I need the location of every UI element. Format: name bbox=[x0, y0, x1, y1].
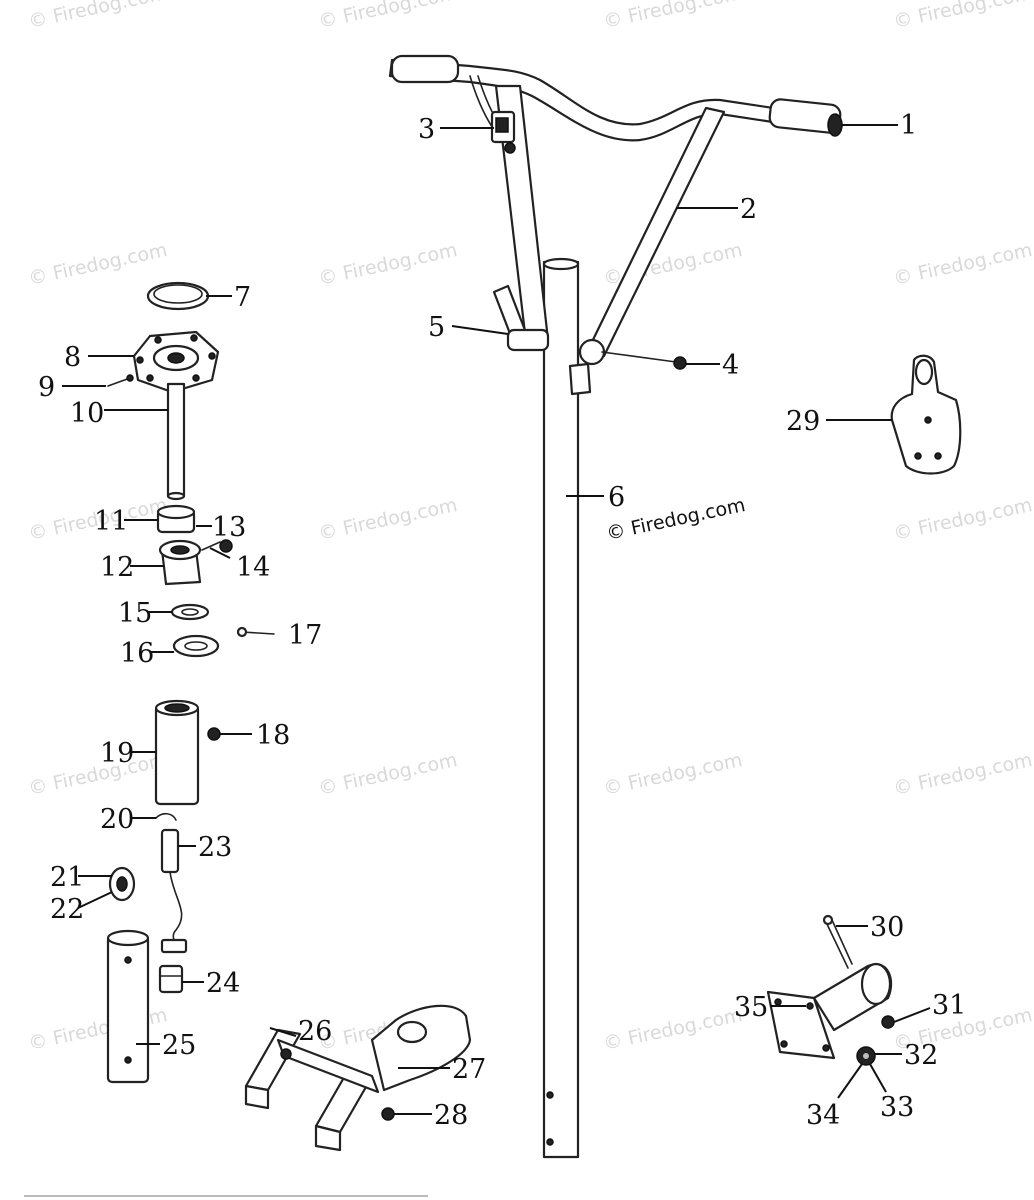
callout-15: 15 bbox=[118, 598, 152, 629]
watermark: © Firedog.com bbox=[891, 239, 1034, 290]
callout-19: 19 bbox=[100, 738, 134, 769]
callout-26: 26 bbox=[298, 1016, 332, 1047]
callout-18: 18 bbox=[256, 720, 290, 751]
watermark: © Firedog.com bbox=[891, 0, 1034, 33]
callout-1: 1 bbox=[900, 110, 917, 141]
callout-28: 28 bbox=[434, 1100, 468, 1131]
callout-35: 35 bbox=[734, 992, 768, 1023]
watermark: © Firedog.com bbox=[316, 239, 459, 290]
callout-32: 32 bbox=[904, 1040, 938, 1071]
part-stem-tube bbox=[542, 257, 580, 1159]
callout-29: 29 bbox=[786, 406, 820, 437]
callout-20: 20 bbox=[100, 804, 134, 835]
watermark: © Firedog.com bbox=[891, 749, 1034, 800]
callout-34: 34 bbox=[806, 1100, 840, 1131]
callout-labels: 1 2 3 4 5 6 7 8 9 10 11 12 13 14 15 16 1… bbox=[38, 110, 966, 1131]
part-clamp-bolt bbox=[568, 338, 687, 396]
callout-10: 10 bbox=[70, 398, 104, 429]
watermark: © Firedog.com bbox=[26, 749, 169, 800]
part-rear-fender-mount bbox=[890, 354, 962, 475]
part-brake-lever bbox=[490, 110, 516, 154]
callout-23: 23 bbox=[198, 832, 232, 863]
callout-16: 16 bbox=[120, 638, 154, 669]
callout-17: 17 bbox=[288, 620, 322, 651]
callout-4: 4 bbox=[722, 350, 739, 381]
callout-33: 33 bbox=[880, 1092, 914, 1123]
part-nut bbox=[207, 727, 221, 741]
part-top-nut bbox=[132, 330, 220, 394]
part-pin bbox=[236, 626, 275, 638]
callout-5: 5 bbox=[428, 312, 445, 343]
part-shaft bbox=[166, 382, 186, 501]
part-bracket-assembly bbox=[766, 914, 895, 1066]
part-fork-tube bbox=[154, 699, 200, 806]
part-fork-bracket bbox=[244, 1004, 472, 1152]
callout-3: 3 bbox=[418, 114, 435, 145]
part-handlebar-brace bbox=[586, 106, 726, 358]
watermark: © Firedog.com bbox=[316, 0, 459, 33]
watermark: © Firedog.com bbox=[601, 0, 744, 33]
callout-11: 11 bbox=[94, 506, 128, 537]
watermark: © Firedog.com bbox=[891, 494, 1034, 545]
part-upper-bearing bbox=[156, 504, 196, 534]
part-washer bbox=[170, 603, 210, 621]
watermark-main: © Firedog.com bbox=[604, 494, 747, 545]
part-bushing bbox=[158, 539, 202, 586]
watermark: © Firedog.com bbox=[601, 1004, 744, 1055]
callout-6: 6 bbox=[608, 482, 625, 513]
callout-9: 9 bbox=[38, 372, 55, 403]
part-small-screw bbox=[107, 374, 134, 387]
leader-lines bbox=[62, 124, 931, 1115]
callout-25: 25 bbox=[162, 1030, 196, 1061]
callout-24: 24 bbox=[206, 968, 240, 999]
part-clip bbox=[155, 812, 177, 821]
callout-13: 13 bbox=[212, 512, 246, 543]
part-handlebar bbox=[388, 54, 843, 142]
watermark: © Firedog.com bbox=[26, 239, 169, 290]
part-cap bbox=[146, 281, 210, 311]
callout-14: 14 bbox=[236, 552, 270, 583]
callout-2: 2 bbox=[740, 194, 757, 225]
callout-22: 22 bbox=[50, 894, 84, 925]
callout-8: 8 bbox=[64, 342, 81, 373]
callout-30: 30 bbox=[870, 912, 904, 943]
watermark: © Firedog.com bbox=[316, 749, 459, 800]
watermark: © Firedog.com bbox=[601, 749, 744, 800]
callout-27: 27 bbox=[452, 1054, 486, 1085]
watermark: © Firedog.com bbox=[26, 0, 169, 33]
callout-12: 12 bbox=[100, 552, 134, 583]
part-folding-lever bbox=[492, 284, 550, 352]
watermark: © Firedog.com bbox=[316, 494, 459, 545]
callout-31: 31 bbox=[932, 990, 966, 1021]
part-bushing-bolt bbox=[201, 539, 233, 553]
callout-21: 21 bbox=[50, 862, 84, 893]
callout-7: 7 bbox=[234, 282, 251, 313]
part-roller bbox=[108, 866, 136, 902]
part-lower-tube bbox=[106, 929, 150, 1084]
part-lower-bearing-ring bbox=[172, 634, 220, 658]
part-brake-cable bbox=[158, 828, 188, 994]
